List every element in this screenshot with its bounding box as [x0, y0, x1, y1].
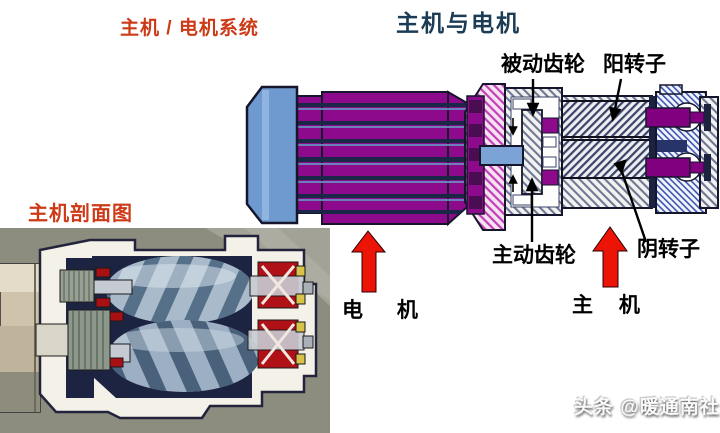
motor-body: [296, 90, 468, 227]
leader-lines: [525, 78, 648, 243]
motor-end-cap: [245, 85, 299, 225]
rotor-case: [561, 95, 653, 209]
compressor-cutaway-photo: [0, 228, 330, 433]
photo-gears: [35, 267, 133, 371]
label-female-rotor: 阴转子: [637, 238, 700, 261]
motor-arrow: [350, 230, 387, 293]
photo-right-bearings: [247, 261, 314, 369]
motor-end-windings: [466, 95, 485, 215]
photo-input-shaft: [0, 263, 41, 413]
photo-caption: 主机剖面图: [28, 203, 133, 225]
main-machine-arrow: [592, 226, 628, 288]
watermark: 头条 @暖通南社: [574, 397, 720, 418]
motor-fins: [297, 103, 467, 214]
male-rotor-shape: [561, 100, 653, 138]
label-motor: 电 机: [342, 299, 418, 322]
female-rotor-shape: [561, 139, 653, 179]
motor-and-airend-schematic: [245, 78, 719, 293]
page-title: 主机与电机: [396, 10, 521, 36]
drive-shaft: [479, 145, 524, 166]
rotation-arrows: [508, 118, 518, 192]
label-male-rotor: 阳转子: [603, 53, 666, 76]
label-main-machine: 主 机: [572, 294, 640, 317]
system-heading: 主机 / 电机系统: [120, 18, 259, 39]
label-driving-gear: 主动齿轮: [492, 244, 576, 267]
bearing-housing: [645, 84, 719, 214]
label-driven-gear: 被动齿轮: [501, 53, 585, 76]
